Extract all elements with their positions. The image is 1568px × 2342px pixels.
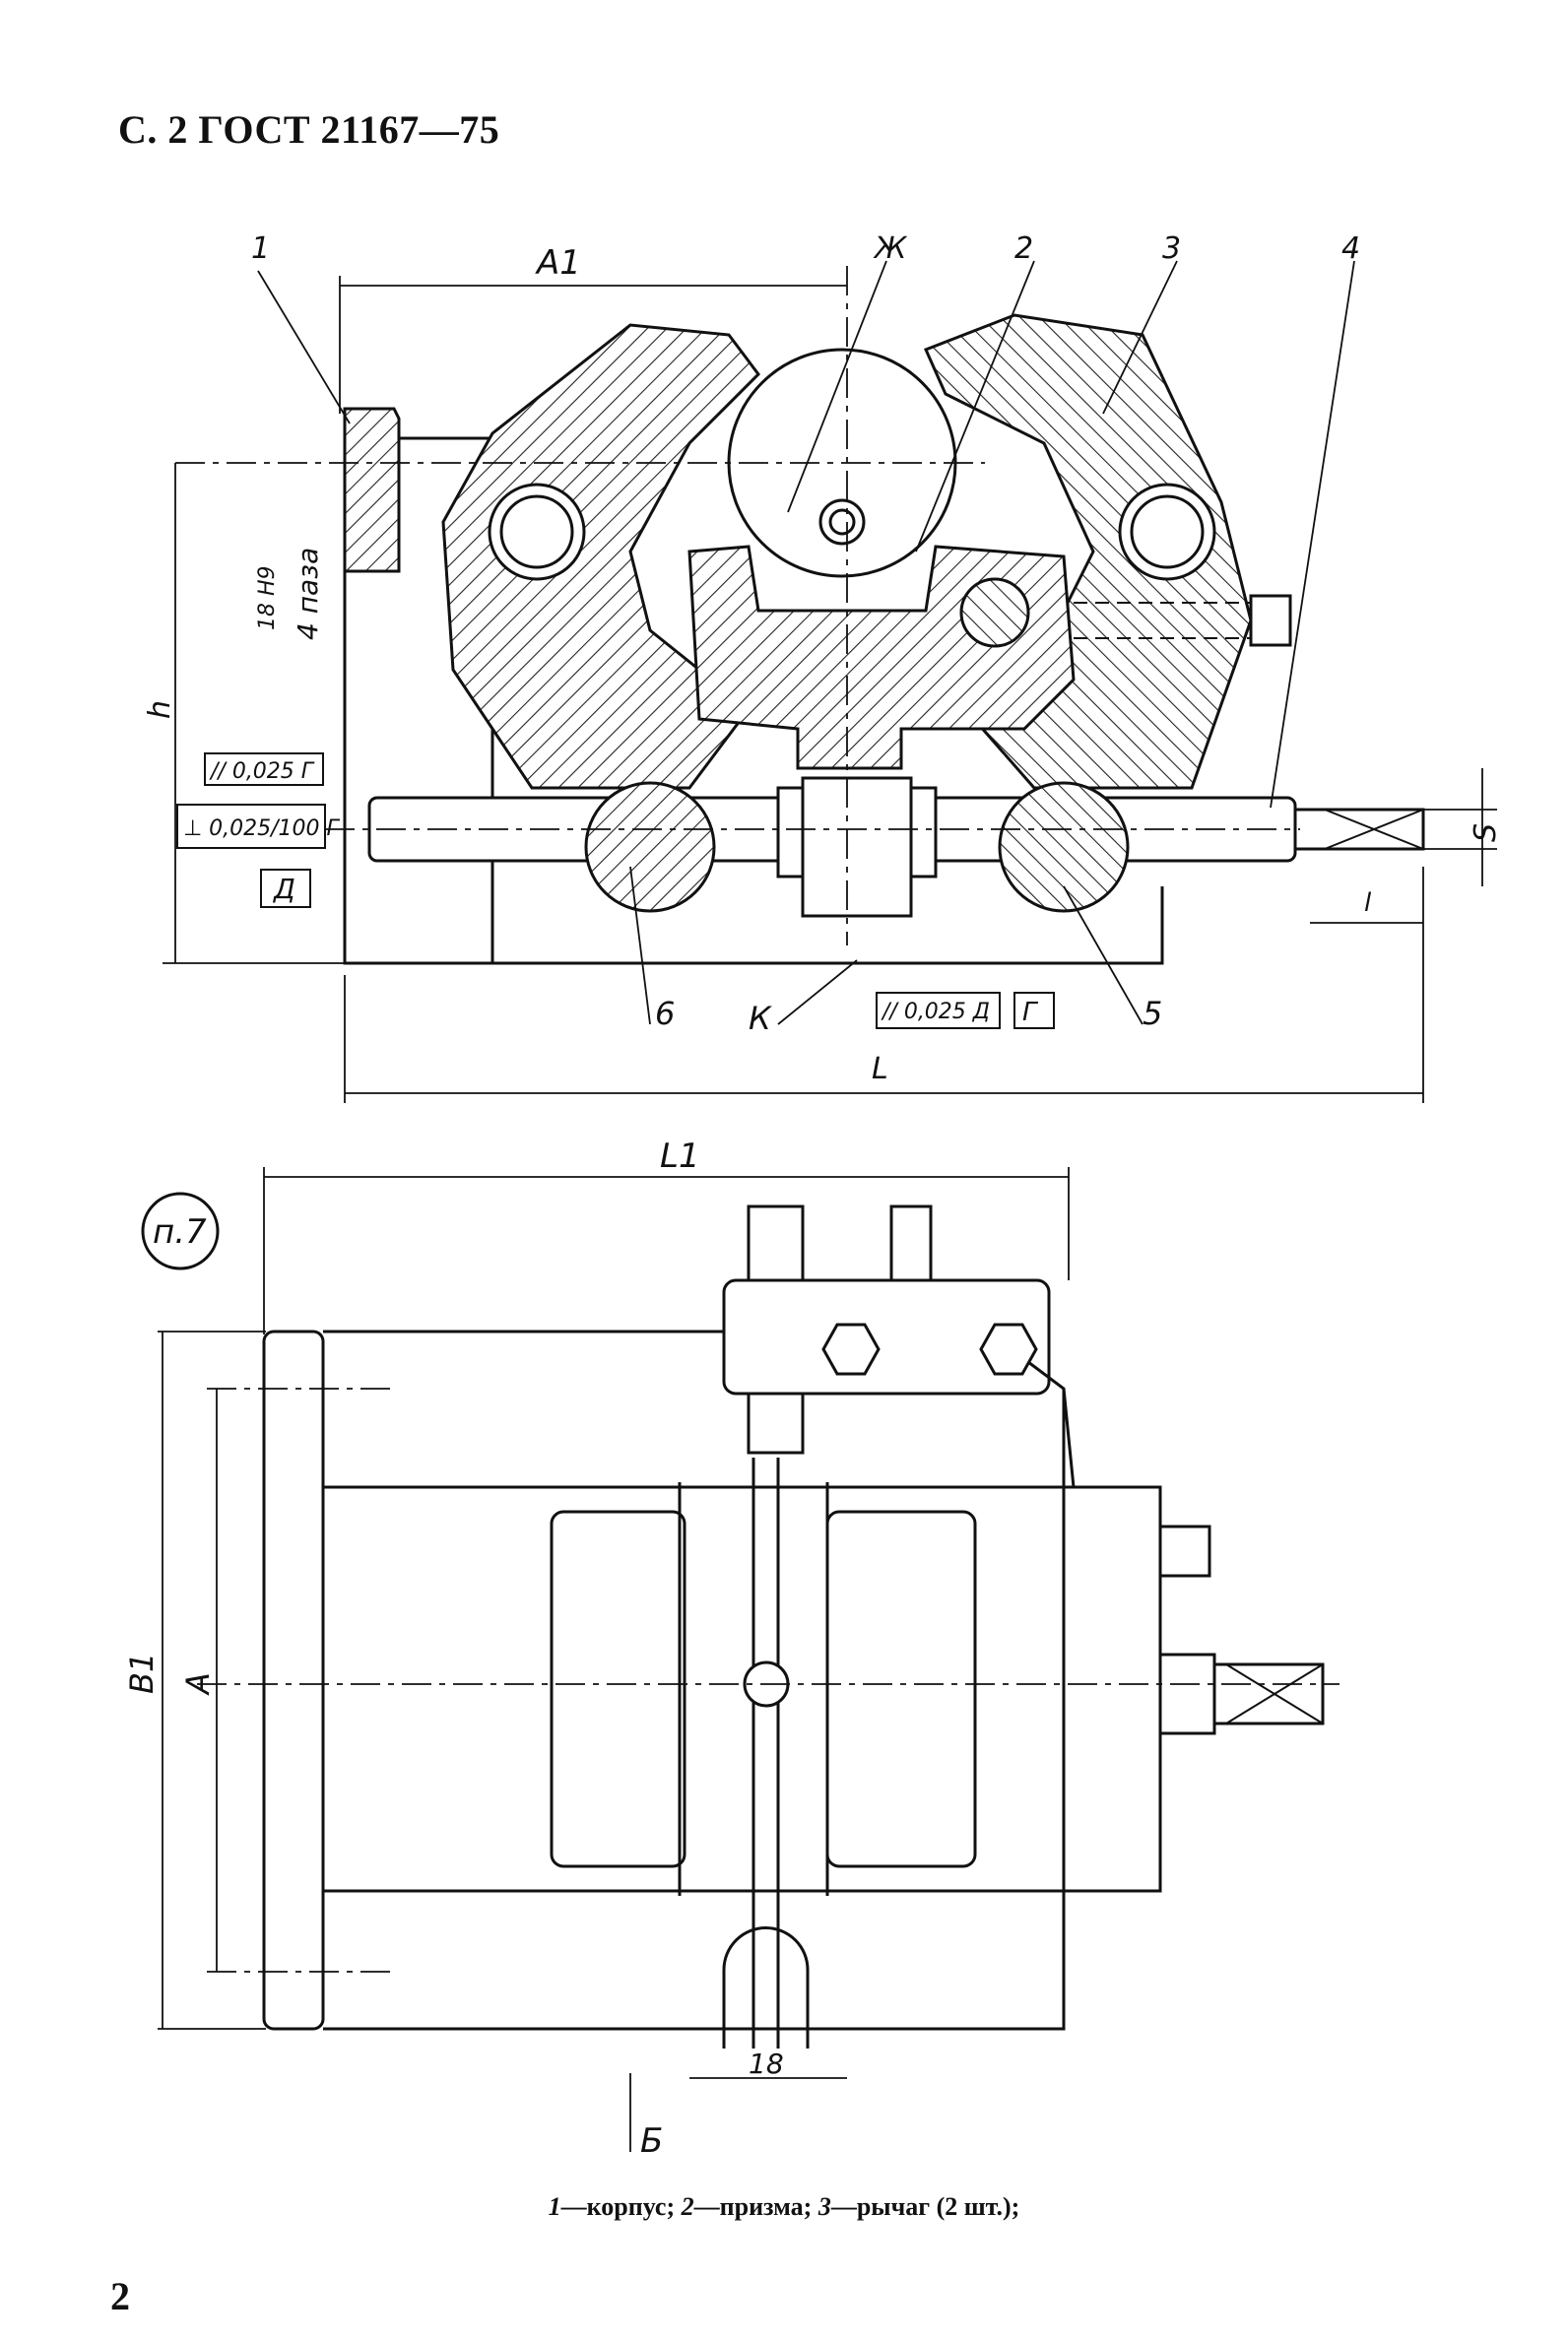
- nut-block: [801, 776, 913, 918]
- upper-block: [722, 1278, 1051, 1396]
- caption-num-3: 3: [817, 2192, 831, 2221]
- view-arrow-label: Б: [640, 2121, 663, 2161]
- left-lever: [441, 323, 760, 790]
- caption-text-1: —корпус;: [560, 2192, 682, 2221]
- main-housing: [321, 1485, 1162, 1893]
- dim-h-label: h: [143, 700, 177, 719]
- datum-G-label: Г: [1022, 998, 1039, 1027]
- plan-dimension-lines: [158, 1167, 1339, 2152]
- dim-l-label: l: [1364, 888, 1372, 918]
- left-roller: [584, 781, 716, 913]
- plan-view: [262, 1204, 1325, 2049]
- caption-text-2: —призма;: [693, 2192, 818, 2221]
- part-label-3: 3: [1162, 231, 1181, 266]
- page-header: С. 2 ГОСТ 21167—75: [118, 107, 500, 152]
- dim-A-label: A: [179, 1672, 217, 1696]
- right-lever: [923, 313, 1253, 790]
- dim-L-label: L: [872, 1052, 888, 1086]
- part-label-2: 2: [1014, 231, 1033, 266]
- dim-L1-label: L1: [660, 1137, 700, 1176]
- part-label-zh: Ж: [873, 231, 908, 266]
- plan-body-outline: [323, 1330, 1066, 2031]
- caption-num-1: 1: [548, 2192, 561, 2221]
- part-label-6: 6: [655, 995, 675, 1032]
- page-number: 2: [110, 2274, 130, 2318]
- dim-18-label: 18: [749, 2048, 784, 2080]
- part-label-K: К: [749, 1000, 772, 1037]
- tol-parallel-frame: // 0,025 Г: [209, 759, 315, 784]
- datum-D-label: Д: [272, 873, 295, 905]
- caption-num-2: 2: [681, 2192, 694, 2221]
- bottom-slot: [722, 1926, 810, 2049]
- base-plate: [262, 1330, 325, 2031]
- dim-B1-label: B1: [123, 1653, 161, 1694]
- figure-caption: 1—корпус; 2—призма; 3—рычаг (2 шт.);: [0, 2192, 1568, 2222]
- tol-bottom-frame: // 0,025 Д: [881, 1000, 990, 1024]
- caption-text-3: —рычаг (2 шт.);: [830, 2192, 1020, 2221]
- tolerance-frames: [176, 752, 1055, 1029]
- slot-dim-label: 18 H9: [255, 565, 280, 630]
- dim-A1-label: A1: [535, 243, 581, 283]
- part-label-1: 1: [251, 231, 270, 266]
- right-roller: [998, 781, 1130, 913]
- dim-S-label: S: [1469, 823, 1503, 842]
- note-circle: [141, 1192, 220, 1270]
- section-view: [343, 313, 1425, 965]
- part-label-5: 5: [1143, 995, 1162, 1032]
- tol-perp-frame: ⊥ 0,025/100 Г: [183, 816, 341, 841]
- slot-count-label: 4 паза: [292, 548, 324, 640]
- top-dimension-lines: [163, 260, 1497, 1103]
- part-label-4: 4: [1341, 231, 1360, 266]
- left-plate: [343, 407, 401, 573]
- note-label: п.7: [153, 1212, 207, 1252]
